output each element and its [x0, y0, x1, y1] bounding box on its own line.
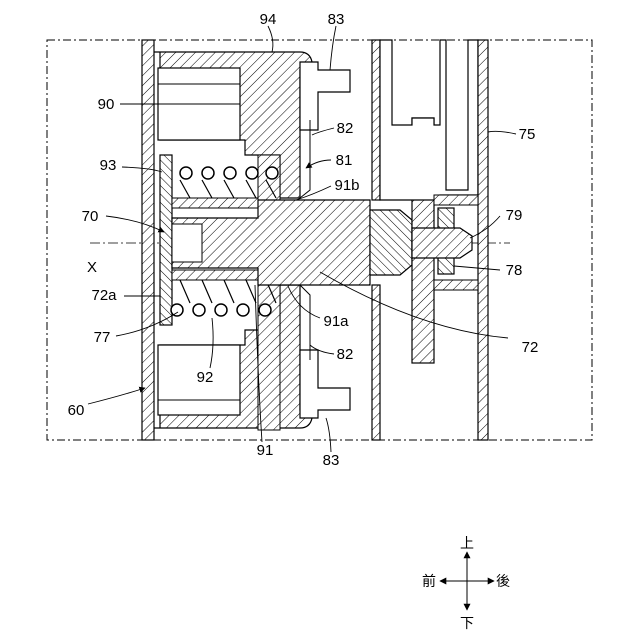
right-upper-bracket — [434, 195, 478, 205]
partition-wall-left-lower — [372, 285, 380, 440]
label-92: 92 — [197, 369, 214, 386]
direction-back-label: 後 — [496, 574, 510, 590]
coupling-hub — [370, 210, 412, 275]
label-82-bottom: 82 — [337, 346, 354, 363]
label-77: 77 — [94, 329, 111, 346]
right-outer-wall — [478, 40, 488, 440]
label-72: 72 — [522, 339, 539, 356]
label-93: 93 — [100, 157, 117, 174]
label-91a: 91a — [323, 313, 349, 330]
label-79: 79 — [506, 207, 523, 224]
bolt-79 — [412, 228, 472, 258]
label-91b: 91b — [334, 177, 359, 194]
label-91: 91 — [257, 442, 274, 459]
label-70: 70 — [82, 208, 99, 225]
label-75: 75 — [519, 126, 536, 143]
label-78: 78 — [506, 262, 523, 279]
direction-down-label: 下 — [460, 616, 474, 632]
right-lower-bracket — [434, 280, 478, 290]
right-housing-75 — [380, 40, 478, 200]
left-wall-60 — [142, 40, 154, 440]
spring-seat-93 — [172, 198, 258, 208]
label-72a: 72a — [91, 287, 117, 304]
direction-up-label: 上 — [460, 536, 474, 552]
label-82-top: 82 — [337, 120, 354, 137]
seat-82-upper-line — [300, 120, 310, 198]
shaft-bore — [172, 224, 202, 262]
direction-indicator: 上 下 前 後 — [422, 536, 510, 632]
plate-72a — [160, 155, 172, 325]
label-83-top: 83 — [328, 11, 345, 28]
partition-wall-left — [372, 40, 380, 200]
label-94: 94 — [260, 11, 277, 28]
spring-seat-lower — [172, 270, 258, 280]
label-60: 60 — [68, 402, 85, 419]
label-x: X — [87, 259, 97, 276]
label-90: 90 — [98, 96, 115, 113]
seat-82-lower-line — [300, 285, 310, 360]
label-81: 81 — [336, 152, 353, 169]
direction-front-label: 前 — [422, 573, 436, 590]
label-83-bottom: 83 — [323, 452, 340, 469]
